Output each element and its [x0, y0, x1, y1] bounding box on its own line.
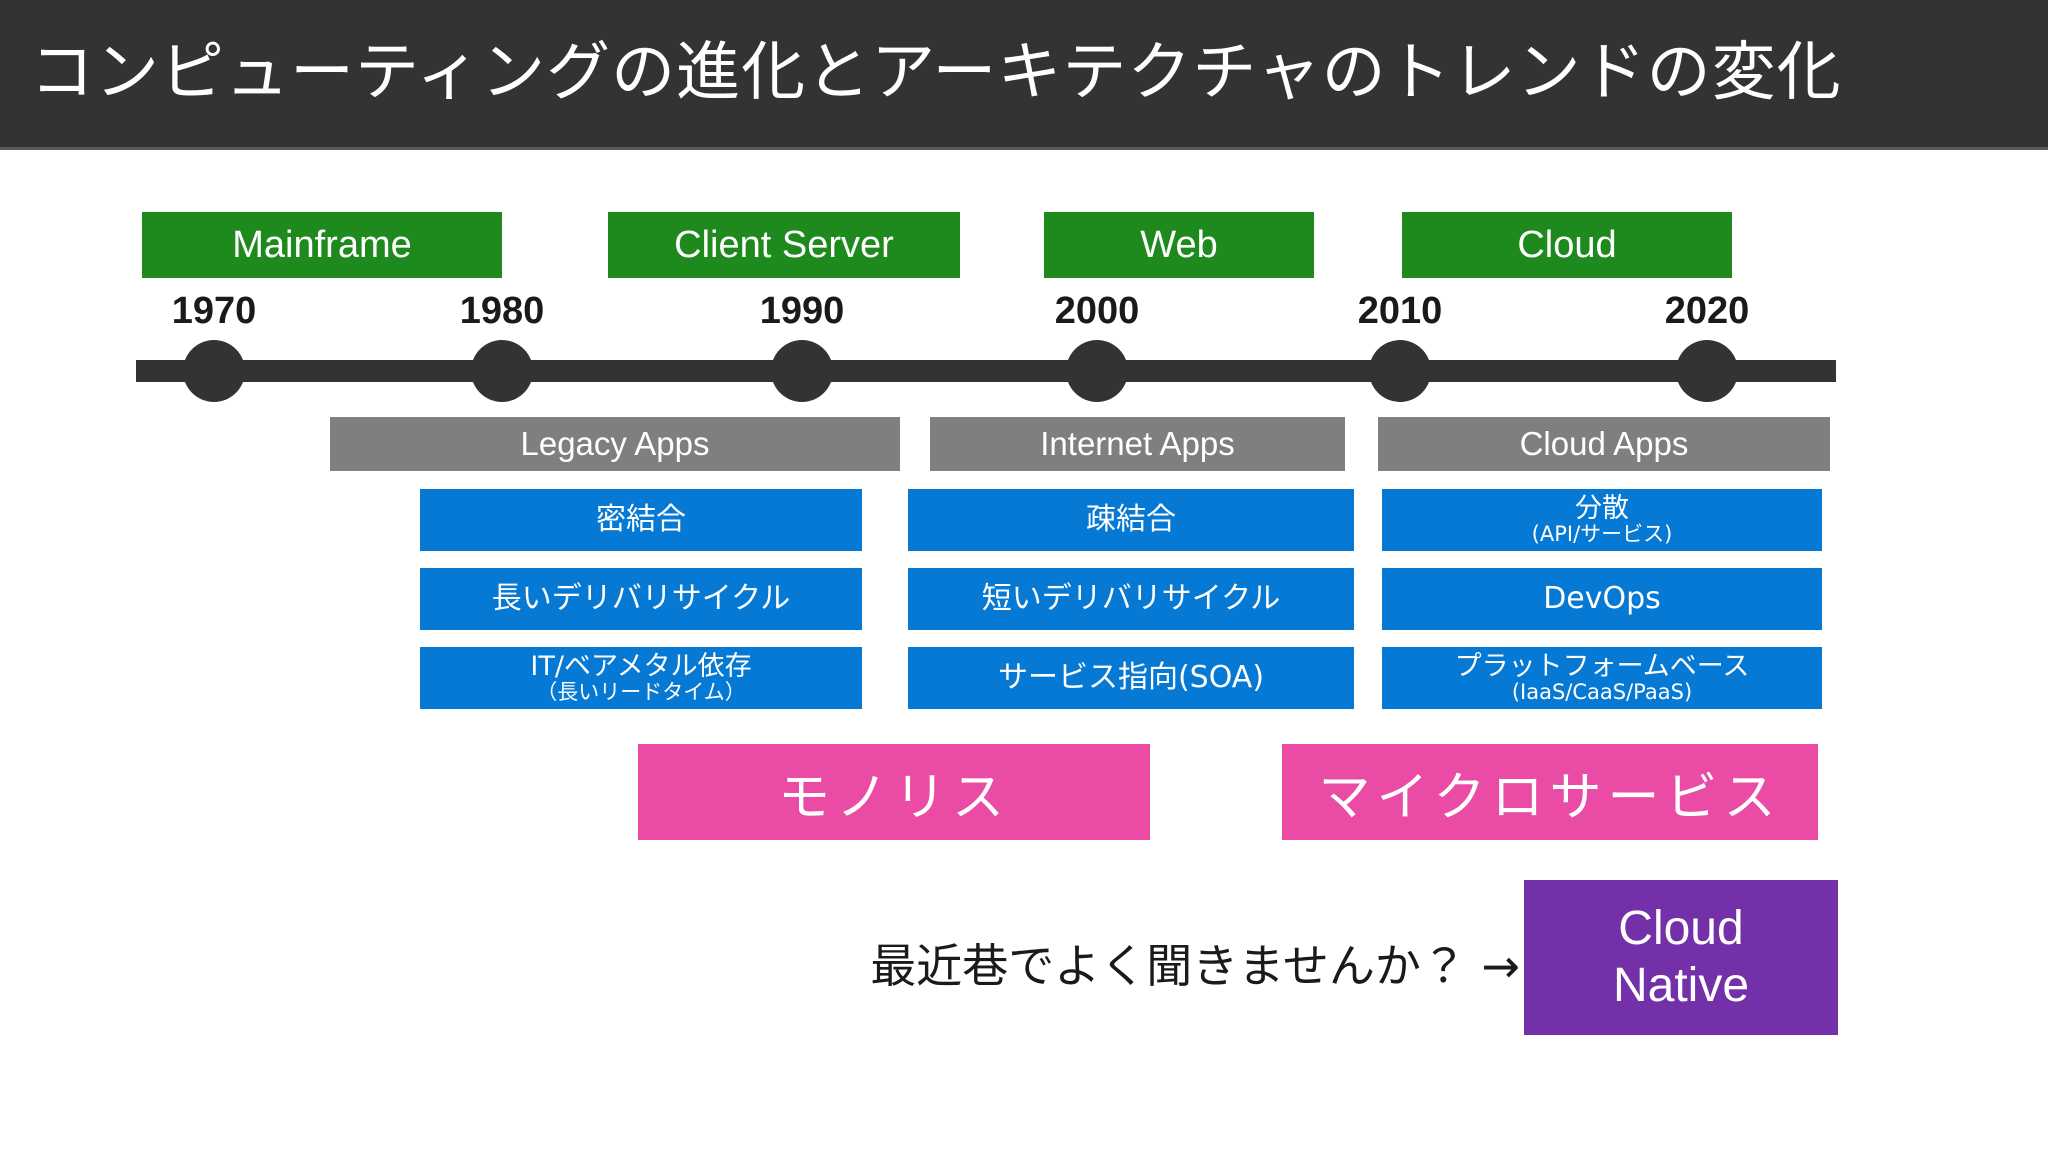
attribute-main-text: プラットフォームベース [1454, 650, 1750, 682]
attribute-main-text: 密結合 [596, 502, 686, 538]
title-divider [0, 147, 2048, 150]
timeline-dot-1990 [771, 340, 833, 402]
app-category-label: Cloud Apps [1519, 425, 1689, 462]
timeline-dot-1980 [471, 340, 533, 402]
attribute-box-internet-2: 短いデリバリサイクル [908, 568, 1354, 630]
year-label-2010: 2010 [1357, 290, 1443, 332]
architecture-box-1: モノリス [638, 744, 1150, 840]
attribute-box-legacy-2: 長いデリバリサイクル [420, 568, 862, 630]
cloud-native-line2: Native [1612, 958, 1750, 1012]
timeline-dot-1970 [183, 340, 245, 402]
attribute-main-text: サービス指向(SOA) [997, 660, 1265, 696]
era-label: Cloud [1517, 223, 1617, 266]
attribute-box-cloud-1: 分散(API/サービス) [1382, 489, 1822, 551]
attribute-box-legacy-3: IT/ベアメタル依存（長いリードタイム） [420, 647, 862, 709]
attribute-sub-text: (API/サービス) [1531, 522, 1673, 547]
attribute-main-text: 短いデリバリサイクル [981, 581, 1281, 617]
timeline-axis [136, 360, 1836, 382]
timeline-dot-2000 [1066, 340, 1128, 402]
year-label-2020: 2020 [1664, 290, 1750, 332]
attribute-main-text: DevOps [1543, 581, 1661, 617]
year-label-1970: 1970 [171, 290, 257, 332]
architecture-label: モノリス [777, 767, 1010, 828]
attribute-main-text: 長いデリバリサイクル [491, 581, 791, 617]
app-category-label: Internet Apps [1040, 425, 1235, 462]
era-label: Web [1140, 223, 1218, 266]
attribute-box-internet-1: 疎結合 [908, 489, 1354, 551]
page-title: コンピューティングの進化とアーキテクチャのトレンドの変化 [30, 36, 1842, 110]
era-box-cloud: Cloud [1402, 212, 1732, 278]
attribute-box-cloud-3: プラットフォームベース(IaaS/CaaS/PaaS) [1382, 647, 1822, 709]
year-label-1980: 1980 [459, 290, 545, 332]
attribute-main-text: 疎結合 [1086, 502, 1176, 538]
era-label: Client Server [674, 223, 894, 266]
year-label-1990: 1990 [759, 290, 845, 332]
timeline-dot-2010 [1369, 340, 1431, 402]
era-box-client-server: Client Server [608, 212, 960, 278]
app-category-internet-apps: Internet Apps [930, 417, 1345, 471]
cloud-native-line1: Cloud [1618, 901, 1744, 955]
architecture-box-2: マイクロサービス [1282, 744, 1818, 840]
cloud-native-box: Cloud Native [1524, 880, 1838, 1035]
attribute-sub-text: (IaaS/CaaS/PaaS) [1511, 680, 1693, 705]
attribute-box-internet-3: サービス指向(SOA) [908, 647, 1354, 709]
attribute-box-cloud-2: DevOps [1382, 568, 1822, 630]
title-bar: コンピューティングの進化とアーキテクチャのトレンドの変化 [0, 0, 2048, 147]
app-category-cloud-apps: Cloud Apps [1378, 417, 1830, 471]
attribute-main-text: 分散 [1575, 492, 1629, 524]
era-box-web: Web [1044, 212, 1314, 278]
attribute-box-legacy-1: 密結合 [420, 489, 862, 551]
app-category-label: Legacy Apps [520, 425, 710, 462]
year-label-2000: 2000 [1054, 290, 1140, 332]
architecture-label: マイクロサービス [1318, 767, 1782, 828]
attribute-sub-text: （長いリードタイム） [536, 680, 746, 705]
app-category-legacy-apps: Legacy Apps [330, 417, 900, 471]
era-label: Mainframe [232, 223, 412, 266]
timeline-dot-2020 [1676, 340, 1738, 402]
footnote-text: 最近巷でよく聞きませんか？ → [870, 939, 1520, 993]
attribute-main-text: IT/ベアメタル依存 [530, 650, 752, 682]
era-box-mainframe: Mainframe [142, 212, 502, 278]
